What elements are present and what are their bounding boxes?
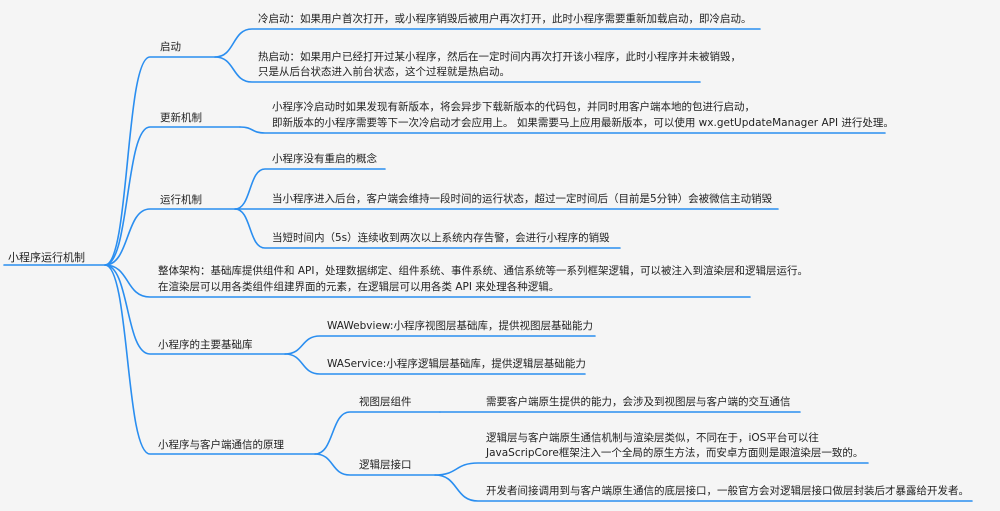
connector-logic-desc1 <box>434 462 869 476</box>
node-hot-start-line2: 只是从后台状态进入前台状态，这个过程就是热启动。 <box>258 66 510 78</box>
connector-update-desc <box>239 126 886 134</box>
node-runtime-item3: 当短时间内（5s）连续收到两次以上系统内存告警，会进行小程序的销毁 <box>272 232 610 244</box>
node-logic-desc2: 开发者间接调用到与客户端原生通信的底层接口，一般官方会对逻辑层接口做层封装后才暴… <box>486 485 969 497</box>
connector-comm-logic <box>314 453 436 476</box>
node-runtime-item2: 当小程序进入后台，客户端会维持一段时间的运行状态，超过一定时间后（目前是5分钟）… <box>272 193 773 205</box>
connector-root-runtime <box>104 208 236 266</box>
node-logic-desc1-line2: JavaScripCore框架注入一个全局的原生方法，而安卓方面则是跟渲染层一致… <box>486 447 864 459</box>
connector-comm-view <box>314 411 441 455</box>
connector-root-communication <box>104 264 316 455</box>
connector-libraries-service <box>284 353 586 375</box>
node-view-components: 视图层组件 <box>359 396 412 408</box>
node-cold-start: 冷启动：如果用户首次打开，或小程序销毁后被用户再次打开，此时小程序需要重新加载启… <box>258 13 752 25</box>
connector-root-architecture <box>104 264 751 298</box>
node-logic-desc1-line1: 逻辑层与客户端原生通信机制与渲染层类似，不同在于，iOS平台可以往 <box>486 432 819 444</box>
root-node: 小程序运行机制 <box>8 251 85 264</box>
connector-runtime-item3 <box>234 208 621 249</box>
connector-startup-hot <box>214 56 701 83</box>
node-update-desc-line2: 即新版本的小程序需要等下一次冷启动才会应用上。 如果需要马上应用最新版本，可以使… <box>272 117 894 129</box>
node-libraries: 小程序的主要基础库 <box>158 339 253 351</box>
connector-libraries-webview <box>284 335 596 355</box>
node-waservice: WAService:小程序逻辑层基础库，提供逻辑层基础能力 <box>327 358 586 370</box>
connector-logic-desc2 <box>434 474 973 502</box>
node-runtime-item1: 小程序没有重启的概念 <box>272 153 377 165</box>
connector-root-libraries <box>104 264 286 355</box>
node-communication: 小程序与客户端通信的原理 <box>158 439 284 451</box>
connector-lines <box>3 28 973 502</box>
connector-root-startup <box>104 56 216 266</box>
node-hot-start-line1: 热启动：如果用户已经打开过某小程序，然后在一定时间内再次打开该小程序，此时小程序… <box>258 51 741 63</box>
node-update-desc-line1: 小程序冷启动时如果发现有新版本，将会异步下载新版本的代码包，并同时用客户端本地的… <box>272 101 755 113</box>
node-architecture-line1: 整体架构：基础库提供组件和 API，处理数据绑定、组件系统、事件系统、通信系统等… <box>158 265 808 277</box>
node-wawebview: WAWebview:小程序视图层基础库，提供视图层基础能力 <box>327 320 593 332</box>
node-view-desc: 需要客户端原生提供的能力，会涉及到视图层与客户端的交互通信 <box>486 396 791 408</box>
node-logic-interface: 逻辑层接口 <box>359 459 412 471</box>
connector-root-update <box>104 126 241 266</box>
node-runtime: 运行机制 <box>160 194 202 206</box>
node-architecture-line2: 在渲染层可以用各类组件组建界面的元素，在逻辑层可以用各类 API 来处理各种逻辑… <box>158 281 560 293</box>
connector-startup-cold <box>214 28 761 58</box>
connector-runtime-item1 <box>234 168 386 210</box>
node-update: 更新机制 <box>160 112 202 124</box>
node-startup: 启动 <box>160 41 181 53</box>
